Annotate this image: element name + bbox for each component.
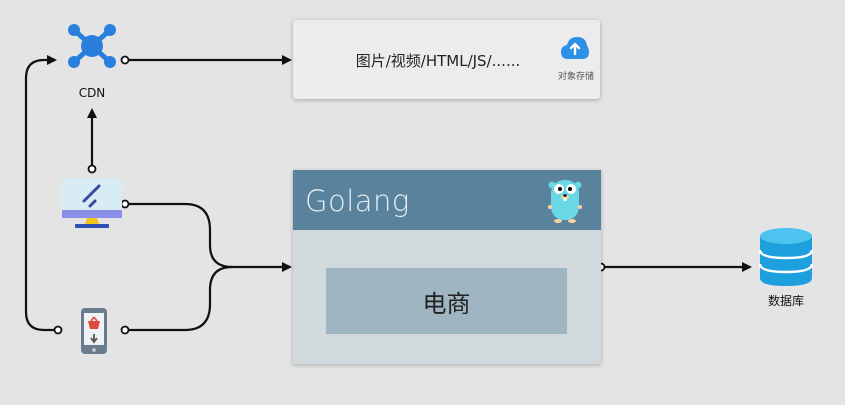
database-label: 数据库 [767, 294, 804, 308]
object-storage-box: 图片/视频/HTML/JS/...... 对象存储 [293, 20, 600, 99]
ecommerce-label: 电商 [422, 290, 471, 318]
database-icon [759, 228, 813, 286]
cloud-upload-icon [561, 37, 589, 59]
storage-content-text: 图片/视频/HTML/JS/...... [355, 52, 521, 70]
gopher-mascot-icon [548, 180, 582, 223]
golang-header: Golang [293, 170, 601, 230]
golang-service-box: Golang 电商 [293, 170, 601, 364]
phone-to-golang-connector [120, 265, 233, 335]
cdn-network-icon [68, 24, 116, 68]
ecommerce-module-box: 电商 [326, 268, 567, 334]
golang-title: Golang [305, 184, 410, 218]
monitor-to-cdn-connector [87, 108, 97, 174]
desktop-monitor-icon [62, 178, 122, 228]
phone-to-cdn-connector [24, 55, 63, 335]
mobile-phone-icon [81, 308, 107, 354]
cdn-label: CDN [78, 86, 106, 100]
monitor-to-golang-connector [120, 199, 292, 272]
golang-to-database-connector [596, 262, 752, 272]
storage-label: 对象存储 [557, 72, 594, 82]
cdn-to-storage-connector [120, 55, 292, 65]
